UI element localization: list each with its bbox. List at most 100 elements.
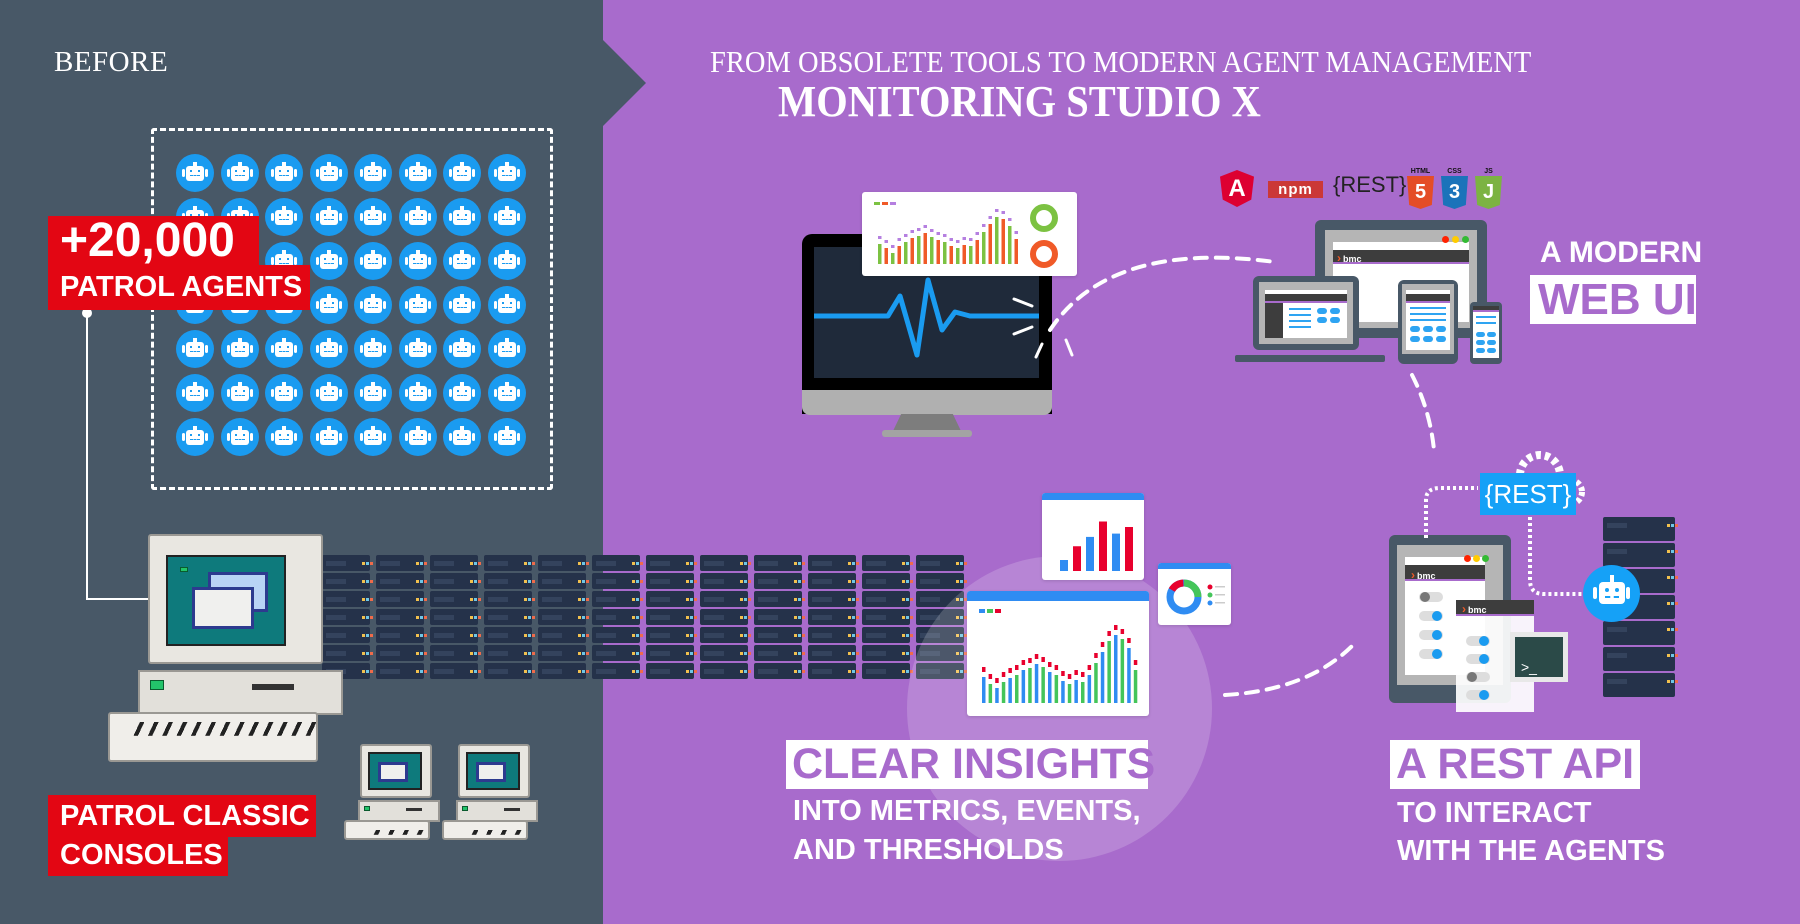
donut-chart <box>1030 204 1058 232</box>
agent-robot-icon <box>309 374 348 412</box>
legend-line <box>1215 602 1225 604</box>
rack-unit <box>538 555 586 571</box>
rack-unit <box>808 645 856 661</box>
chart-point <box>904 234 908 237</box>
rack-unit <box>430 609 478 625</box>
npm-logo-icon: npm <box>1268 181 1323 198</box>
rest-to-agent-chevrons <box>1528 517 1582 596</box>
html5-logo-icon: 5 <box>1407 176 1434 209</box>
rack-unit <box>538 645 586 661</box>
server-rack-icon <box>808 555 856 680</box>
chart-point <box>897 238 901 241</box>
rest-api-caption-line2: WITH THE AGENTS <box>1397 835 1665 867</box>
chart-bar <box>975 240 979 264</box>
monitor-foot <box>882 430 972 437</box>
rack-unit <box>808 609 856 625</box>
laptop-base <box>1235 355 1385 362</box>
insights-caption-line2: AND THRESHOLDS <box>793 834 1064 866</box>
legend-line <box>1215 586 1225 588</box>
rack-unit <box>592 627 640 643</box>
rack-unit <box>376 573 424 589</box>
css3-logo-icon: 3 <box>1441 176 1468 209</box>
chart-bar <box>1120 639 1125 703</box>
angular-logo-icon: A <box>1220 170 1254 207</box>
legend-line <box>1215 594 1225 596</box>
rack-unit <box>754 555 802 571</box>
rack-unit <box>484 609 532 625</box>
agent-robot-icon <box>354 242 392 280</box>
patrol-agents-label: PATROL AGENTS <box>48 265 310 310</box>
rack-unit <box>700 663 748 679</box>
chart-point <box>1001 211 1005 214</box>
agent-robot-icon <box>1583 565 1640 622</box>
rack-unit <box>592 645 640 661</box>
rack-unit <box>322 591 370 607</box>
chart-point <box>1074 670 1078 675</box>
rack-unit <box>808 663 856 679</box>
chart-bar <box>1081 682 1085 703</box>
donut-slice <box>1166 579 1202 615</box>
bmc-brand-label: bmc <box>1462 602 1487 616</box>
server-rack-icon <box>376 555 424 680</box>
mini-donut-chart <box>1166 579 1225 615</box>
chart-bar <box>1127 648 1131 703</box>
chart-point <box>943 234 947 237</box>
rack-unit <box>646 591 694 607</box>
page-title: MONITORING STUDIO X <box>778 77 1261 126</box>
rack-unit <box>754 627 802 643</box>
panel-arrow <box>603 40 646 126</box>
before-heading: BEFORE <box>54 46 169 78</box>
rack-unit <box>646 663 694 679</box>
connector-dot <box>82 308 92 318</box>
chart-bar <box>1054 675 1059 703</box>
chart-bar <box>1125 527 1133 571</box>
rack-unit <box>376 609 424 625</box>
agent-robot-icon <box>309 286 348 324</box>
agent-robot-icon <box>398 286 437 324</box>
rack-unit <box>1603 673 1675 697</box>
rack-unit <box>754 663 802 679</box>
mini-bar-line-chart <box>874 202 1058 268</box>
legend-dot <box>1207 592 1213 598</box>
rack-unit <box>1603 517 1675 541</box>
chart-point <box>1015 665 1019 670</box>
chart-bar <box>1133 670 1138 703</box>
donut-chart <box>1030 240 1058 268</box>
chart-point <box>1094 653 1098 658</box>
rack-unit <box>916 573 964 589</box>
rack-unit <box>484 627 532 643</box>
agent-robot-icon <box>443 154 481 192</box>
chart-point <box>1008 668 1012 673</box>
terminal-icon: >_ <box>1510 632 1568 682</box>
chart-point <box>1133 660 1138 665</box>
agent-robot-icon <box>220 154 259 192</box>
rack-unit <box>862 609 910 625</box>
agent-robot-icon <box>487 242 526 280</box>
rack-unit <box>916 627 964 643</box>
chart-bar <box>1014 239 1018 264</box>
rest-api-title: A REST API <box>1390 740 1640 789</box>
chart-point <box>1081 672 1085 677</box>
rack-unit <box>484 645 532 661</box>
rack-unit <box>646 645 694 661</box>
rack-unit <box>754 645 802 661</box>
rack-unit <box>808 573 856 589</box>
server-rack-icon <box>700 555 748 680</box>
chart-point <box>891 245 895 248</box>
chart-point <box>982 667 986 672</box>
rack-unit <box>646 627 694 643</box>
server-rack-icon <box>538 555 586 680</box>
chart-bar <box>1114 635 1118 703</box>
agent-robot-icon <box>265 330 303 368</box>
chart-point <box>1001 672 1006 677</box>
legend-swatch <box>979 609 985 613</box>
rack-unit <box>322 627 370 643</box>
connector-monitor-to-webui <box>1048 255 1277 332</box>
web-ui-title: WEB UI <box>1530 275 1697 324</box>
chart-point <box>1034 654 1039 659</box>
chart-point <box>975 232 979 235</box>
chart-bar <box>962 245 966 264</box>
chart-bar <box>995 217 999 264</box>
chart-bar <box>1008 678 1012 703</box>
rack-unit <box>862 573 910 589</box>
